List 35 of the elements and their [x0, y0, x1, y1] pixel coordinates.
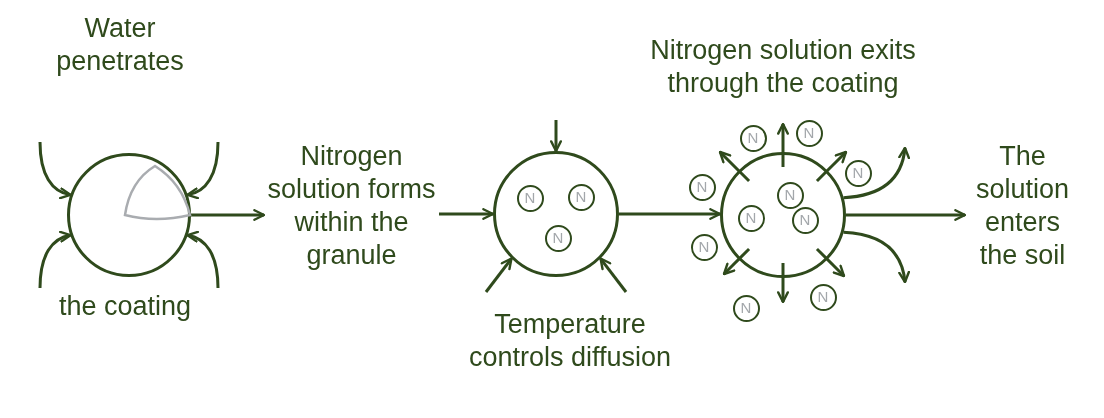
nitrogen-particle: N	[567, 183, 595, 211]
step-text: Nitrogen solution forms within the granule	[264, 140, 439, 272]
arrow	[439, 208, 495, 220]
arrow	[843, 146, 910, 200]
nitrogen-particle: N	[688, 173, 716, 201]
granule-circle	[720, 152, 846, 278]
arrow	[550, 120, 562, 153]
arrow	[619, 208, 722, 220]
nitrogen-particle: N	[809, 283, 837, 311]
arrow	[843, 230, 910, 284]
nitrogen-particle: N	[732, 294, 760, 322]
nitrogen-particle: N	[516, 184, 544, 212]
arrow	[599, 257, 628, 293]
nitrogen-particle: N	[737, 204, 765, 232]
nitrogen-particle: N	[776, 181, 804, 209]
nitrogen-particle: N	[844, 159, 872, 187]
nitrogen-particle: N	[739, 124, 767, 152]
arrow	[191, 209, 266, 221]
arrow	[186, 141, 220, 199]
nitrogen-particle: N	[544, 224, 572, 252]
arrow	[38, 141, 72, 199]
step-caption: Water penetrates	[55, 12, 185, 78]
nitrogen-particle: N	[690, 233, 718, 261]
arrow	[846, 209, 967, 221]
step-caption: Nitrogen solution exits through the coating	[649, 34, 917, 100]
step-text: The solution enters the soil	[965, 140, 1080, 272]
granule-circle	[493, 151, 619, 277]
nitrogen-particle: N	[791, 206, 819, 234]
arrow	[484, 257, 513, 293]
nitrogen-particle: N	[795, 119, 823, 147]
step-caption: the coating	[57, 290, 193, 323]
arrow	[186, 231, 220, 289]
granule-circle	[67, 153, 191, 277]
step-caption: Temperature controls diffusion	[467, 308, 673, 374]
arrow	[38, 231, 72, 289]
